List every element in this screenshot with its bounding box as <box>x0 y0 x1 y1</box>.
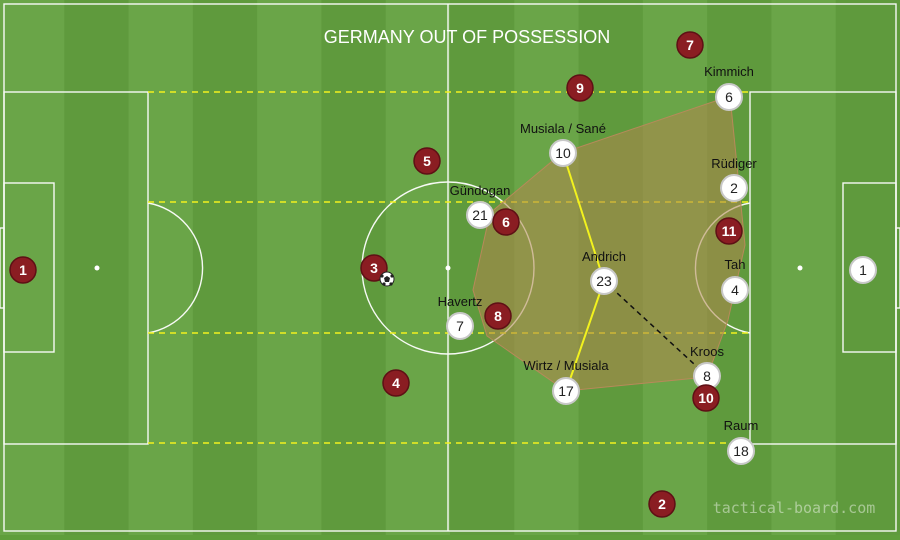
white-player-w10-name: Musiala / Sané <box>520 121 606 136</box>
white-player-w17-number: 17 <box>558 383 574 399</box>
white-player-w8-number: 8 <box>703 368 711 384</box>
watermark: tactical-board.com <box>713 499 876 517</box>
link-10-23 <box>562 152 605 282</box>
white-player-w21[interactable]: Gündogan 21 <box>450 183 511 229</box>
left-penalty-spot <box>94 265 100 271</box>
white-player-w1[interactable]: 1 <box>849 256 877 284</box>
white-player-w10[interactable]: Musiala / Sané 10 <box>520 121 606 167</box>
white-player-w6-name: Kimmich <box>704 64 754 79</box>
white-player-w18-number: 18 <box>733 443 749 459</box>
white-player-w17-name: Wirtz / Musiala <box>523 358 609 373</box>
white-player-w4-number: 4 <box>731 282 739 298</box>
pitch-spots <box>94 265 803 271</box>
red-player-r6-number: 6 <box>502 214 510 230</box>
pitch-stripe <box>257 0 322 535</box>
pitch-stripe <box>771 0 837 535</box>
red-player-r8[interactable]: 8 <box>484 302 512 330</box>
red-player-r9[interactable]: 9 <box>566 74 594 102</box>
red-player-r1-number: 1 <box>19 262 27 278</box>
red-player-r3[interactable]: 3 <box>360 254 388 282</box>
red-player-r7[interactable]: 7 <box>676 31 704 59</box>
white-player-w2[interactable]: Rüdiger 2 <box>711 156 757 202</box>
pitch-stripe <box>192 0 258 535</box>
red-player-r6[interactable]: 6 <box>492 208 520 236</box>
red-player-r4[interactable]: 4 <box>382 369 410 397</box>
white-player-w2-number: 2 <box>730 180 738 196</box>
left-penalty-arc <box>147 202 204 334</box>
red-player-r8-number: 8 <box>494 308 502 324</box>
white-player-w7-name: Havertz <box>438 294 483 309</box>
white-player-w23[interactable]: Andrich 23 <box>582 249 626 295</box>
center-spot <box>445 265 451 271</box>
white-player-w8[interactable]: Kroos 8 <box>690 344 724 390</box>
white-player-w18-name: Raum <box>724 418 759 433</box>
red-player-r9-number: 9 <box>576 80 584 96</box>
white-player-w6-number: 6 <box>725 89 733 105</box>
white-player-w4-name: Tah <box>725 257 746 272</box>
white-player-w10-number: 10 <box>555 145 571 161</box>
red-player-r11-number: 11 <box>722 223 737 239</box>
white-player-w21-name: Gündogan <box>450 183 511 198</box>
red-player-r2-number: 2 <box>658 496 666 512</box>
red-player-r2[interactable]: 2 <box>648 490 676 518</box>
white-player-w4[interactable]: Tah 4 <box>721 257 749 304</box>
white-player-w23-number: 23 <box>596 273 612 289</box>
white-player-w8-name: Kroos <box>690 344 724 359</box>
white-player-w17[interactable]: Wirtz / Musiala 17 <box>523 358 609 405</box>
red-player-r1[interactable]: 1 <box>9 256 37 284</box>
red-player-r10-number: 10 <box>698 390 714 406</box>
red-player-r4-number: 4 <box>392 375 400 391</box>
red-player-r10[interactable]: 10 <box>692 384 720 412</box>
board-title: GERMANY OUT OF POSSESSION <box>324 27 610 47</box>
red-player-r7-number: 7 <box>686 37 694 53</box>
white-player-w7[interactable]: Havertz 7 <box>438 294 483 340</box>
red-player-r5[interactable]: 5 <box>413 147 441 175</box>
white-player-w21-number: 21 <box>472 207 488 223</box>
link-23-17 <box>565 280 605 392</box>
red-player-r11[interactable]: 11 <box>715 217 743 245</box>
white-player-w23-name: Andrich <box>582 249 626 264</box>
defensive-shape-area <box>472 95 746 392</box>
red-player-r3-number: 3 <box>370 260 378 276</box>
football-ball-icon[interactable] <box>379 271 395 287</box>
left-goal <box>0 227 5 309</box>
right-penalty-spot <box>797 265 803 271</box>
white-player-w7-number: 7 <box>456 318 464 334</box>
white-player-w1-number: 1 <box>859 262 867 278</box>
white-player-w18[interactable]: Raum 18 <box>724 418 759 465</box>
red-player-r5-number: 5 <box>423 153 431 169</box>
right-goal <box>895 227 900 309</box>
white-player-w6[interactable]: Kimmich 6 <box>704 64 754 111</box>
white-player-w2-name: Rüdiger <box>711 156 757 171</box>
pitch-stripe <box>128 0 194 535</box>
pitch-stripe <box>385 0 451 535</box>
